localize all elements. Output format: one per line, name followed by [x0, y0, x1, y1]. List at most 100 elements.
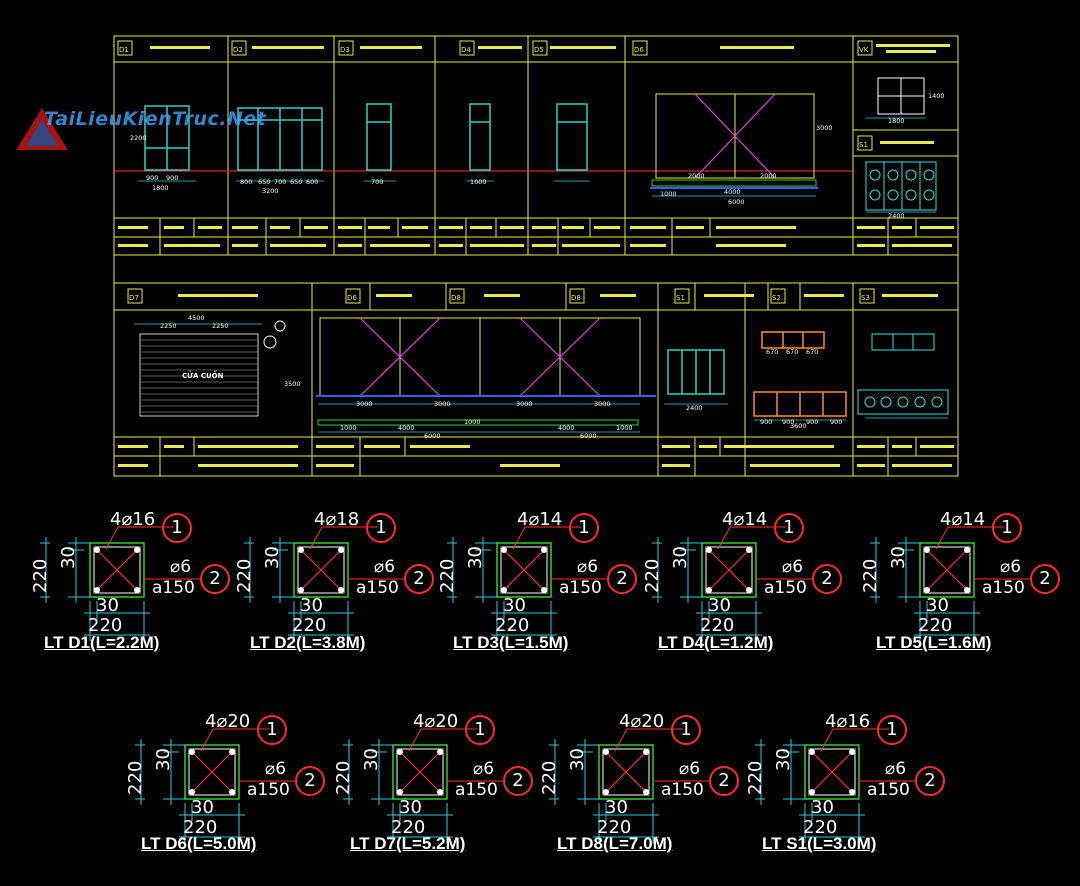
- cross-line: [93, 546, 141, 594]
- cross-line: [297, 546, 345, 594]
- dimension-text: 1000: [470, 178, 487, 186]
- leader-line: [309, 526, 323, 550]
- bar-mark-2: 2: [404, 564, 434, 594]
- stirrup-diameter: ⌀6: [782, 557, 804, 577]
- stirrup-diameter: ⌀6: [473, 759, 495, 779]
- beam-section-drawing: [343, 728, 503, 843]
- rebar: [501, 547, 507, 553]
- bar-mark-1: 1: [992, 513, 1022, 543]
- cover-dim-vertical: 30: [153, 748, 174, 771]
- cover-dim-horizontal: 30: [399, 797, 422, 818]
- rebar: [541, 587, 547, 593]
- dimension-text: 3000: [434, 400, 451, 408]
- stirrup: [701, 542, 757, 598]
- main-bar-spec: 4⌀20: [619, 711, 665, 732]
- panel-id: D3: [340, 46, 350, 54]
- leader-line: [408, 728, 422, 752]
- rebar: [603, 749, 609, 755]
- panel-id: S2: [772, 294, 781, 302]
- panel-id: D7: [129, 294, 139, 302]
- stirrup-spacing: a150: [455, 780, 498, 800]
- stirrup-spacing: a150: [982, 578, 1025, 598]
- cover-dim-horizontal: 30: [96, 595, 119, 616]
- rebar: [437, 749, 443, 755]
- door-schedule-drawing: 9009001800220080065070065060032007001000…: [113, 35, 959, 477]
- beam-label: LT D4(L=1.2M): [658, 633, 774, 652]
- width-dim: 220: [292, 615, 327, 636]
- leader-line: [105, 526, 119, 550]
- concrete-core: [705, 546, 753, 594]
- concrete-core: [396, 748, 444, 796]
- dimension-text: 2200: [130, 134, 147, 142]
- dimension-text: 6000: [580, 432, 597, 440]
- stirrup-diameter: ⌀6: [577, 557, 599, 577]
- rebar: [189, 789, 195, 795]
- dimension-text: 900: [782, 418, 794, 426]
- cover-dim-vertical: 30: [567, 748, 588, 771]
- height-dim: 220: [860, 558, 881, 593]
- rebar: [746, 547, 752, 553]
- bar-mark-2: 2: [1030, 564, 1060, 594]
- rebar: [706, 587, 712, 593]
- rebar: [437, 789, 443, 795]
- watermark-text: TaiLieuKienTruc.Net: [44, 108, 267, 130]
- width-dim: 220: [495, 615, 530, 636]
- dimension-text: 3000: [356, 400, 373, 408]
- dimension-text: 6000: [728, 198, 745, 206]
- bar-mark-1: 1: [774, 513, 804, 543]
- height-dim: 220: [539, 760, 560, 795]
- bar-mark-1: 1: [877, 715, 907, 745]
- leader-line: [717, 526, 731, 550]
- width-dim: 220: [183, 817, 218, 838]
- stirrup-spacing: a150: [867, 780, 910, 800]
- height-dim: 220: [125, 760, 146, 795]
- dimension-text: 600: [306, 178, 318, 186]
- stirrup: [598, 744, 654, 800]
- dimension-text: 900: [806, 418, 818, 426]
- rebar: [706, 547, 712, 553]
- stirrup: [804, 744, 860, 800]
- stirrup: [89, 542, 145, 598]
- dimension-text: 800: [240, 178, 252, 186]
- cover-dim-vertical: 30: [670, 546, 691, 569]
- dimension-text: 1800: [888, 117, 905, 125]
- dimension-text: 670: [766, 348, 778, 356]
- dimension-text: 700: [371, 178, 383, 186]
- cover-dim-horizontal: 30: [300, 595, 323, 616]
- cover-dim-horizontal: 30: [503, 595, 526, 616]
- beam-label: LT D6(L=5.0M): [141, 834, 257, 853]
- rebar: [134, 587, 140, 593]
- panel-id: D6: [634, 46, 644, 54]
- stirrup-diameter: ⌀6: [679, 759, 701, 779]
- panel-id: S1: [676, 294, 685, 302]
- stirrup: [919, 542, 975, 598]
- main-bar-spec: 4⌀14: [722, 509, 768, 530]
- dimension-text: 3200: [262, 187, 279, 195]
- bar-mark-2: 2: [709, 766, 739, 796]
- main-bar-spec: 4⌀18: [314, 509, 360, 530]
- stirrup-spacing: a150: [247, 780, 290, 800]
- concrete-core: [93, 546, 141, 594]
- main-bar-spec: 4⌀20: [205, 711, 251, 732]
- stirrup-spacing: a150: [661, 780, 704, 800]
- rebar: [501, 587, 507, 593]
- stirrup-diameter: ⌀6: [374, 557, 396, 577]
- cover-dim-horizontal: 30: [191, 797, 214, 818]
- stirrup-spacing: a150: [764, 578, 807, 598]
- rebar: [298, 547, 304, 553]
- dimension-text: 6000: [424, 432, 441, 440]
- bar-mark-1: 1: [162, 513, 192, 543]
- dimension-text: 900: [830, 418, 842, 426]
- rebar: [746, 587, 752, 593]
- stirrup-diameter: ⌀6: [1000, 557, 1022, 577]
- cross-line: [500, 546, 548, 594]
- concrete-core: [602, 748, 650, 796]
- bar-mark-2: 2: [915, 766, 945, 796]
- stirrup-spacing: a150: [152, 578, 195, 598]
- width-dim: 220: [391, 817, 426, 838]
- rebar: [924, 547, 930, 553]
- bar-mark-1: 1: [366, 513, 396, 543]
- panel-id: D8: [451, 294, 461, 302]
- bar-mark-2: 2: [200, 564, 230, 594]
- stirrup-spacing: a150: [559, 578, 602, 598]
